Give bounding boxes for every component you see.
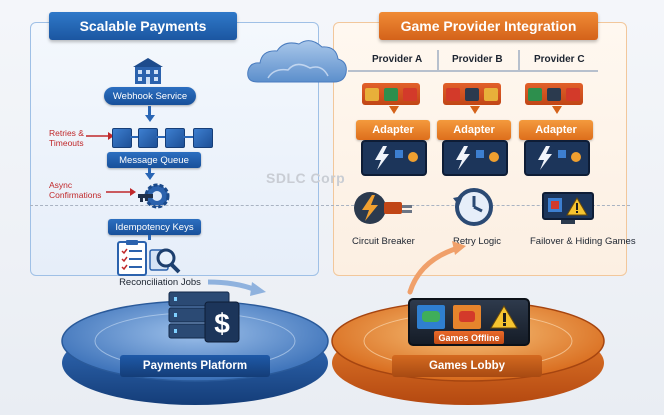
watermark: SDLC Corp bbox=[266, 170, 346, 186]
failover-label: Failover & Hiding Games bbox=[530, 236, 636, 247]
svg-text:$: $ bbox=[214, 308, 230, 339]
provider-a-games bbox=[362, 83, 420, 105]
retry-logic-label: Retry Logic bbox=[453, 236, 502, 247]
circuit-breaker-icon bbox=[354, 192, 412, 224]
game-tile-icon bbox=[527, 87, 542, 101]
provider-c-games bbox=[525, 83, 583, 105]
game-tile-icon bbox=[464, 87, 479, 101]
retries-timeouts-label: Retries &Timeouts bbox=[49, 128, 84, 148]
arrow-right-icon bbox=[86, 132, 114, 140]
adapter-monitor-icon bbox=[442, 140, 508, 176]
game-tile-icon bbox=[566, 87, 581, 101]
reconciliation-jobs-label: Reconciliation Jobs bbox=[119, 277, 201, 288]
cloud-icon bbox=[247, 40, 347, 83]
queue-block-icon bbox=[165, 128, 185, 148]
clipboard-search-icon bbox=[117, 240, 181, 276]
building-icon bbox=[133, 58, 163, 84]
payments-platform-label: Payments Platform bbox=[120, 355, 270, 377]
game-tile-icon bbox=[459, 311, 475, 322]
retry-clock-icon bbox=[453, 188, 493, 226]
adapter-monitor-icon bbox=[524, 140, 590, 176]
message-queue-label: Message Queue bbox=[107, 152, 201, 168]
queue-block-icon bbox=[138, 128, 158, 148]
server-dollar-icon: $ bbox=[168, 291, 240, 343]
warning-icon bbox=[490, 305, 518, 329]
failover-warning-icon bbox=[542, 192, 594, 224]
game-tile-icon bbox=[383, 87, 398, 101]
arrow-right-icon bbox=[106, 188, 136, 196]
provider-b-label: Provider B bbox=[452, 54, 503, 65]
adapter-c: Adapter bbox=[519, 120, 593, 140]
game-tile-icon bbox=[364, 87, 379, 101]
idempotency-keys-label: Idempotency Keys bbox=[108, 219, 201, 235]
gamepad-icon bbox=[422, 311, 440, 322]
adapter-b: Adapter bbox=[437, 120, 511, 140]
games-offline-badge: Games Offline bbox=[434, 331, 504, 344]
adapter-a: Adapter bbox=[356, 120, 430, 140]
game-tile-icon bbox=[546, 87, 561, 101]
adapter-monitor-icon bbox=[361, 140, 427, 176]
curved-arrow-icon bbox=[407, 241, 466, 295]
scalable-payments-title: Scalable Payments bbox=[49, 12, 237, 40]
arrow-right-icon bbox=[208, 279, 266, 296]
games-screen: Games Offline bbox=[408, 298, 530, 346]
key-gear-icon bbox=[138, 183, 170, 209]
provider-b-games bbox=[443, 83, 501, 105]
queue-block-icon bbox=[193, 128, 213, 148]
circuit-breaker-label: Circuit Breaker bbox=[352, 236, 415, 247]
provider-c-label: Provider C bbox=[534, 54, 585, 65]
game-provider-title: Game Provider Integration bbox=[379, 12, 598, 40]
webhook-service-label: Webhook Service bbox=[104, 87, 196, 105]
game-tile-icon bbox=[403, 87, 418, 101]
games-lobby-label: Games Lobby bbox=[392, 355, 542, 377]
queue-block-icon bbox=[112, 128, 132, 148]
provider-a-label: Provider A bbox=[372, 54, 423, 65]
game-tile-icon bbox=[445, 87, 460, 101]
game-tile-icon bbox=[484, 87, 499, 101]
